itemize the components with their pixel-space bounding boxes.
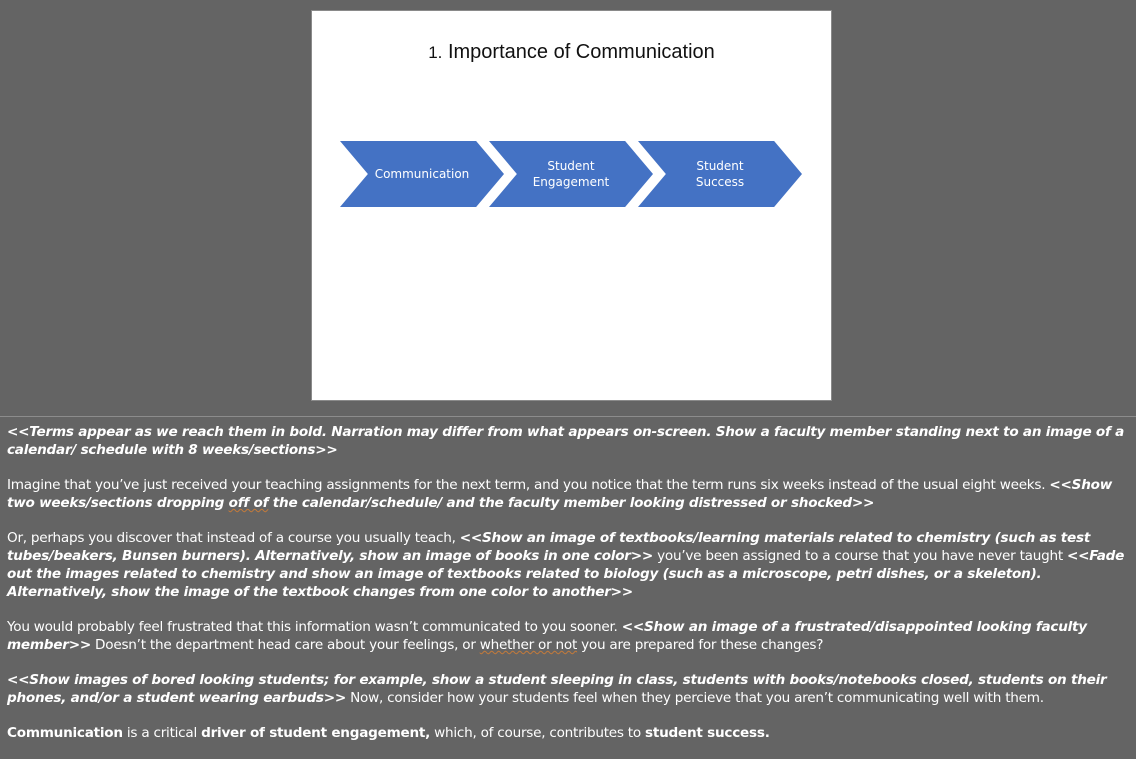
- narration-text: Doesn’t the department head care about y…: [90, 637, 480, 653]
- narration-cue: <<Show two weeks/sections dropping: [7, 477, 1113, 511]
- notes-paragraph: You would probably feel frustrated that …: [7, 618, 1133, 654]
- chevron-label: Student Engagement: [532, 159, 610, 189]
- chevron-communication[interactable]: Communication: [340, 141, 504, 207]
- chevron-label: Communication: [374, 167, 470, 181]
- grammar-flagged-text[interactable]: whether or not: [479, 637, 578, 653]
- notes-paragraph: <<Show images of bored looking students;…: [7, 671, 1133, 707]
- narration-text: You would probably feel frustrated that …: [7, 619, 622, 635]
- slide-title-text: Importance of Communication: [447, 41, 715, 63]
- chevron-student-engagement[interactable]: Student Engagement: [489, 141, 653, 207]
- notes-paragraph: Communication is a critical driver of st…: [7, 724, 1133, 742]
- narration-cue: <<Show images of bored looking students;…: [7, 672, 1107, 706]
- chevron-label: Student Success: [695, 159, 745, 189]
- narration-cue: <<Show an image of textbooks/learning ma…: [7, 530, 1091, 564]
- narration-text: Imagine that you’ve just received your t…: [7, 477, 1050, 493]
- notes-divider[interactable]: [0, 416, 1136, 417]
- bold-term: driver of student engagement,: [201, 725, 431, 741]
- notes-paragraph: Or, perhaps you discover that instead of…: [7, 529, 1133, 601]
- slide-canvas[interactable]: 1. Importance of Communication Communica…: [311, 10, 832, 401]
- narration-cue: <<Fade out the images related to chemist…: [7, 548, 1125, 600]
- narration-text: which, of course, contributes to: [430, 725, 646, 741]
- bold-term: student success.: [645, 725, 770, 741]
- speaker-notes-pane[interactable]: <<Terms appear as we reach them in bold.…: [7, 423, 1133, 759]
- slide-title[interactable]: 1. Importance of Communication: [312, 41, 831, 64]
- narration-text: Or, perhaps you discover that instead of…: [7, 530, 460, 546]
- narration-text: you’ve been assigned to a course that yo…: [653, 548, 1067, 564]
- narration-text: you are prepared for these changes?: [577, 637, 824, 653]
- spellcheck-flagged-text[interactable]: off of: [228, 495, 269, 511]
- notes-paragraph: Imagine that you’ve just received your t…: [7, 476, 1133, 512]
- notes-paragraph: <<Terms appear as we reach them in bold.…: [7, 423, 1133, 459]
- narration-cue: the calendar/schedule/ and the faculty m…: [268, 495, 875, 511]
- slide-title-number: 1.: [428, 43, 443, 62]
- narration-cue: <<Show an image of a frustrated/disappoi…: [7, 619, 1087, 653]
- chevron-student-success[interactable]: Student Success: [638, 141, 802, 207]
- slide-editor-area: 1. Importance of Communication Communica…: [311, 10, 832, 401]
- narration-cue: <<Terms appear as we reach them in bold.…: [7, 424, 1125, 458]
- narration-text: is a critical: [122, 725, 202, 741]
- bold-term: Communication: [7, 725, 123, 741]
- narration-text: Now, consider how your students feel whe…: [346, 690, 1044, 706]
